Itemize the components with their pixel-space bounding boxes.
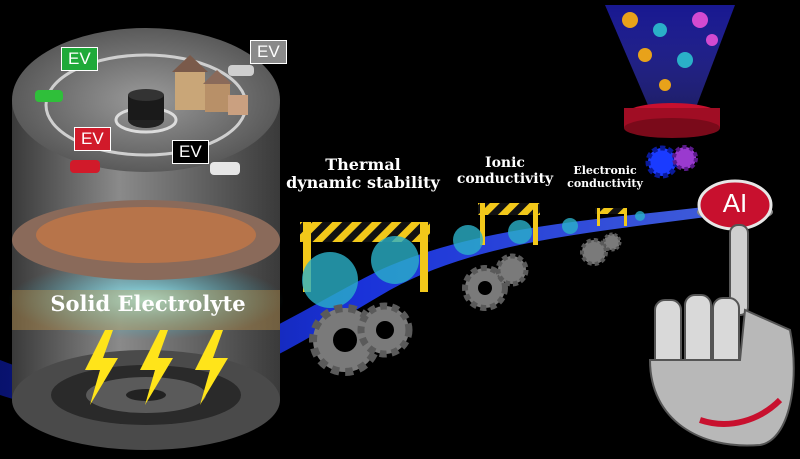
data-beam bbox=[605, 5, 735, 110]
gear-icon bbox=[580, 238, 608, 266]
barrier-ionic bbox=[453, 203, 540, 255]
thermal-line1: Thermal bbox=[325, 155, 401, 174]
solid-electrolyte-label: Solid Electrolyte bbox=[50, 291, 246, 316]
barrier-electronic bbox=[562, 208, 645, 234]
ev-badge-gray: EV bbox=[250, 40, 287, 64]
houses-icon bbox=[172, 55, 248, 115]
ev-badge-black: EV bbox=[172, 140, 209, 164]
gear-icon bbox=[602, 232, 622, 252]
battery-cylinder bbox=[8, 28, 284, 450]
electronic-line1: Electronic bbox=[573, 164, 637, 177]
ai-label: AI bbox=[722, 188, 748, 218]
ribbon-path bbox=[0, 205, 720, 411]
ionic-conductivity-label: Ionic conductivity bbox=[450, 155, 560, 187]
thermal-stability-label: Thermal dynamic stability bbox=[283, 155, 443, 193]
ev-badge-green: EV bbox=[61, 47, 98, 71]
lightning-icon bbox=[85, 330, 118, 405]
electronic-line2: conductivity bbox=[567, 176, 643, 190]
lightning-icon bbox=[195, 330, 228, 405]
ev-badge-red: EV bbox=[74, 127, 111, 151]
car-green-icon bbox=[35, 90, 63, 102]
car-gray-icon bbox=[228, 65, 254, 76]
car-red-icon bbox=[70, 160, 100, 173]
thermal-line2: dynamic stability bbox=[286, 173, 440, 193]
car-black-icon bbox=[210, 162, 240, 175]
electronic-conductivity-label: Electronic conductivity bbox=[555, 164, 655, 190]
ionic-line1: Ionic bbox=[485, 155, 525, 171]
ionic-line2: conductivity bbox=[456, 171, 554, 188]
barrier-thermal bbox=[300, 222, 430, 308]
gear-icon bbox=[495, 253, 529, 287]
lightning-icon bbox=[140, 330, 173, 405]
gear-icon bbox=[672, 145, 698, 171]
robot-hand-icon bbox=[648, 224, 795, 447]
electrolyte-layer bbox=[8, 260, 284, 340]
